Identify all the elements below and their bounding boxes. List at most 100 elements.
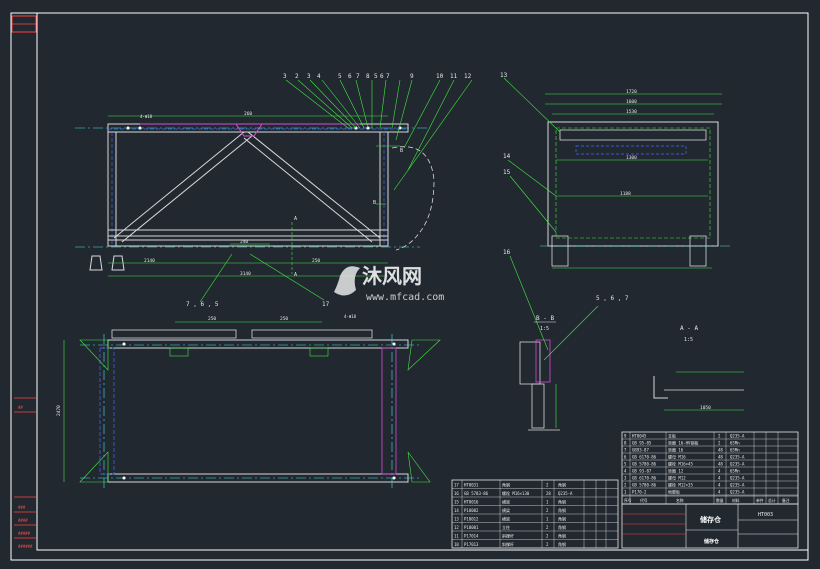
bom-cell-code: GB 6170-86 (632, 455, 657, 460)
bom-header-cell: 单件 (756, 498, 764, 503)
dim-label: 3140 (240, 271, 251, 277)
bom-cell-material: Q235-A (730, 455, 745, 460)
bom-header-cell: 材料 (732, 498, 740, 503)
bom-cell-qty: 2 (546, 483, 549, 488)
dim-label: 1050 (700, 405, 711, 411)
dim-label: 2140 (144, 258, 155, 264)
dim-label: 1300 (626, 155, 637, 161)
bom-cell-no: 13 (454, 517, 459, 522)
dim-label: 250 (280, 316, 288, 322)
callout-number: 7 , 6 , 5 (186, 301, 219, 308)
bom-cell-name: 螺栓 M16×130 (502, 490, 530, 496)
bom-cell-code: P18002 (464, 508, 479, 513)
bom-cell-material: 角钢 (558, 482, 566, 488)
bom-cell-no: 2 (624, 483, 627, 488)
side-view: 1720 1600 1530 1300 1188 13 14 15 16 (500, 72, 730, 351)
bom-cell-material: Q235-A (730, 483, 745, 488)
left-strip-label: ## (18, 405, 23, 410)
callout-number: 14 (503, 153, 511, 160)
bom-cell-name: 斜撑杆 (502, 541, 514, 547)
callout-number: 11 (450, 73, 458, 80)
bom-cell-no: 10 (454, 542, 459, 547)
callout-number: 7 (356, 73, 360, 80)
bom-cell-code: GB 6170-86 (632, 476, 657, 481)
drawing-subtitle: 储存仓 (704, 538, 720, 545)
bom-cell-code: HT0016 (464, 500, 479, 505)
dim-label: 250 (208, 316, 216, 322)
bom-cell-code: GB93-87 (632, 448, 649, 453)
bom-cell-qty: 1 (546, 517, 549, 522)
bom-cell-no: 14 (454, 508, 459, 513)
callout-number: 6 (348, 73, 352, 80)
left-strip-label: ### (18, 505, 26, 510)
bom-cell-qty: 48 (718, 448, 723, 453)
bom-cell-name: 横梁 (502, 516, 510, 522)
bom-header-cell: 代号 (640, 498, 648, 503)
callout-number: 10 (436, 73, 444, 80)
callout-number: 3 (283, 73, 287, 80)
bom-cell-no: 1 (624, 490, 627, 495)
bom-cell-qty: 2 (546, 525, 549, 530)
bom-cell-no: 12 (454, 525, 459, 530)
bom-cell-code: P170-2 (632, 490, 647, 495)
bom-cell-no: 8 (624, 441, 627, 446)
callout-numbers: 3 2 3 4 5 6 7 8 5 6 7 9 10 11 12 7 , 6 ,… (186, 73, 472, 308)
dim-label: 240 (240, 239, 248, 245)
bom-cell-name: 螺栓 M12×35 (668, 482, 693, 488)
callout-number: 13 (500, 72, 508, 79)
bom-cell-qty: 1 (546, 500, 549, 505)
dim-label: 1530 (626, 109, 637, 115)
section-bb-view: B - B 1:5 5 , 6 , 7 (519, 295, 629, 431)
bom-cell-no: 4 (624, 469, 627, 474)
dim-label: 4-Φ18 (344, 314, 357, 319)
bom-cell-material: 65Mn (730, 441, 740, 446)
section-cut-label: B (400, 148, 403, 154)
section-aa-view: A - A 1:5 1050 (653, 325, 744, 411)
bom-cell-qty: 4 (718, 483, 721, 488)
bom-cell-code: HT0045 (632, 434, 647, 439)
dim-label: 260 (244, 111, 252, 117)
dim-label: 4-Φ18 (140, 114, 153, 119)
callout-number: 3 (307, 73, 311, 80)
bom-cell-material: 角钢 (558, 516, 566, 522)
callout-number: 5 (338, 73, 342, 80)
bom-cell-code: P17013 (464, 542, 479, 547)
bom-cell-no: 11 (454, 534, 459, 539)
bom-cell-code: P18001 (464, 525, 479, 530)
bom-cell-name: 横梁 (502, 507, 510, 513)
dim-label: 1188 (620, 191, 631, 197)
dim-label: 1600 (626, 99, 637, 105)
watermark: 沐风网 www.mfcad.com (334, 264, 444, 303)
bom-cell-no: 17 (454, 483, 459, 488)
callout-number: 9 (410, 73, 414, 80)
bom-cell-no: 15 (454, 500, 459, 505)
bom-cell-name: 垫圈 12 (668, 468, 684, 474)
bom-cell-no: 3 (624, 476, 627, 481)
left-strip-label: ###### (18, 544, 33, 549)
left-revision-strip: ## ### #### ##### ###### (14, 397, 36, 549)
bom-cell-material: 角钢 (558, 524, 566, 530)
callout-leaders (199, 79, 473, 303)
bom-cell-name: 螺母 M16 (668, 454, 686, 460)
bom-cell-material: 65Mn (730, 448, 740, 453)
callout-number: 8 (366, 73, 370, 80)
drawing-frame (10, 12, 809, 561)
bom-cell-qty: 2 (718, 434, 721, 439)
bom-cell-qty: 2 (546, 542, 549, 547)
bom-cell-name: 垫圈 16 (668, 447, 684, 453)
plan-view: 250 250 2470 4-Φ18 (56, 314, 441, 490)
title-block: 储存仓 HT003 储存仓 (621, 503, 799, 549)
bom-cell-material: 角钢 (558, 533, 566, 539)
bom-cell-material: Q235-A (730, 476, 745, 481)
view-label: B - B (536, 315, 554, 322)
bom-cell-no: 16 (454, 491, 459, 496)
watermark-url: www.mfcad.com (366, 292, 444, 303)
callout-number: 7 (386, 73, 390, 80)
section-cut-label: A (294, 216, 297, 222)
bom-cell-qty: 4 (718, 476, 721, 481)
bom-cell-code: GB 93-87 (632, 469, 652, 474)
bom-cell-qty: 2 (546, 534, 549, 539)
bom-header-cell: 序号 (624, 498, 632, 503)
bom-cell-material: Q235-A (730, 462, 745, 467)
